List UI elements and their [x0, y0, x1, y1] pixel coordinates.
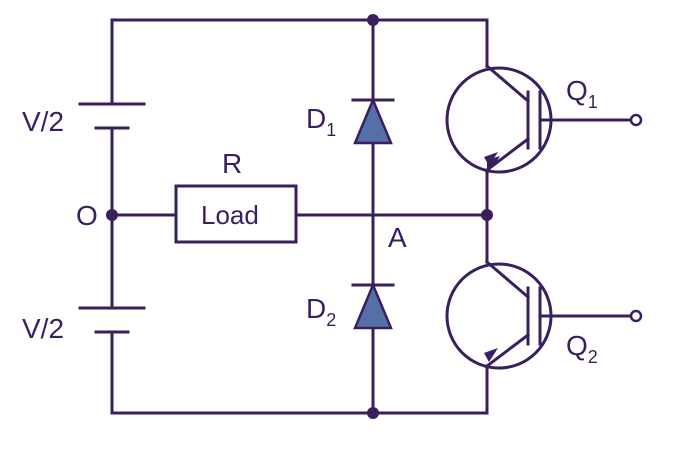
transistor-q1	[445, 63, 643, 174]
diode2-subscript: 2	[326, 310, 336, 330]
node-o-label: O	[76, 200, 98, 231]
q1-gate-terminal[interactable]	[629, 113, 643, 127]
q2-label: Q2	[566, 330, 598, 367]
transistor-q2	[445, 259, 643, 370]
q2-subscript: 2	[588, 347, 598, 367]
diode1-label: D1	[306, 103, 336, 140]
junction-top	[367, 14, 379, 26]
resistor-name-label: R	[222, 148, 242, 179]
junction-right	[481, 209, 493, 221]
node-a-label: A	[388, 222, 407, 253]
battery-bottom-label: V/2	[22, 313, 64, 344]
diode-d2	[351, 281, 395, 330]
diode-d1	[351, 96, 395, 145]
diode2-letter: D	[306, 293, 326, 324]
q2-letter: Q	[566, 330, 588, 361]
battery-bottom	[78, 306, 146, 334]
junction-bottom	[367, 407, 379, 419]
junction-o	[106, 209, 118, 221]
battery-top-label: V/2	[22, 106, 64, 137]
battery-top	[78, 102, 146, 130]
q2-gate-terminal[interactable]	[629, 309, 643, 323]
diode1-letter: D	[306, 103, 326, 134]
q1-subscript: 1	[588, 92, 598, 112]
load-label: Load	[201, 200, 259, 230]
diode1-subscript: 1	[326, 120, 336, 140]
q1-letter: Q	[566, 75, 588, 106]
diode2-label: D2	[306, 293, 336, 330]
q1-label: Q1	[566, 75, 598, 112]
